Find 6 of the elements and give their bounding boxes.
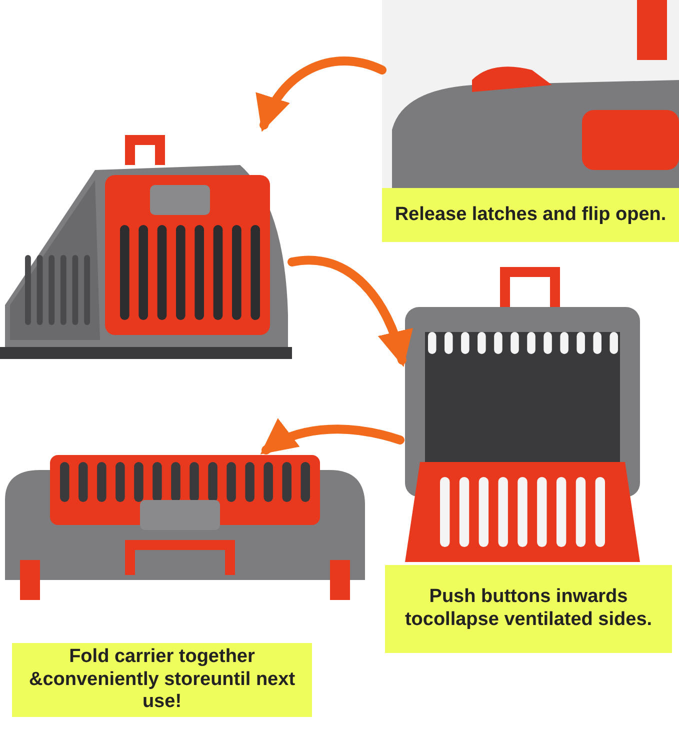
instruction-text: Push buttons inwards tocollapse ventilated sides.	[385, 565, 672, 653]
curved-arrow	[288, 256, 412, 367]
curved-arrow	[260, 418, 404, 454]
curved-arrow	[258, 56, 386, 132]
instruction-text: Fold carrier together &conveniently storeuntil next use!	[12, 643, 312, 717]
instruction-text: Release latches and flip open.	[382, 188, 679, 242]
